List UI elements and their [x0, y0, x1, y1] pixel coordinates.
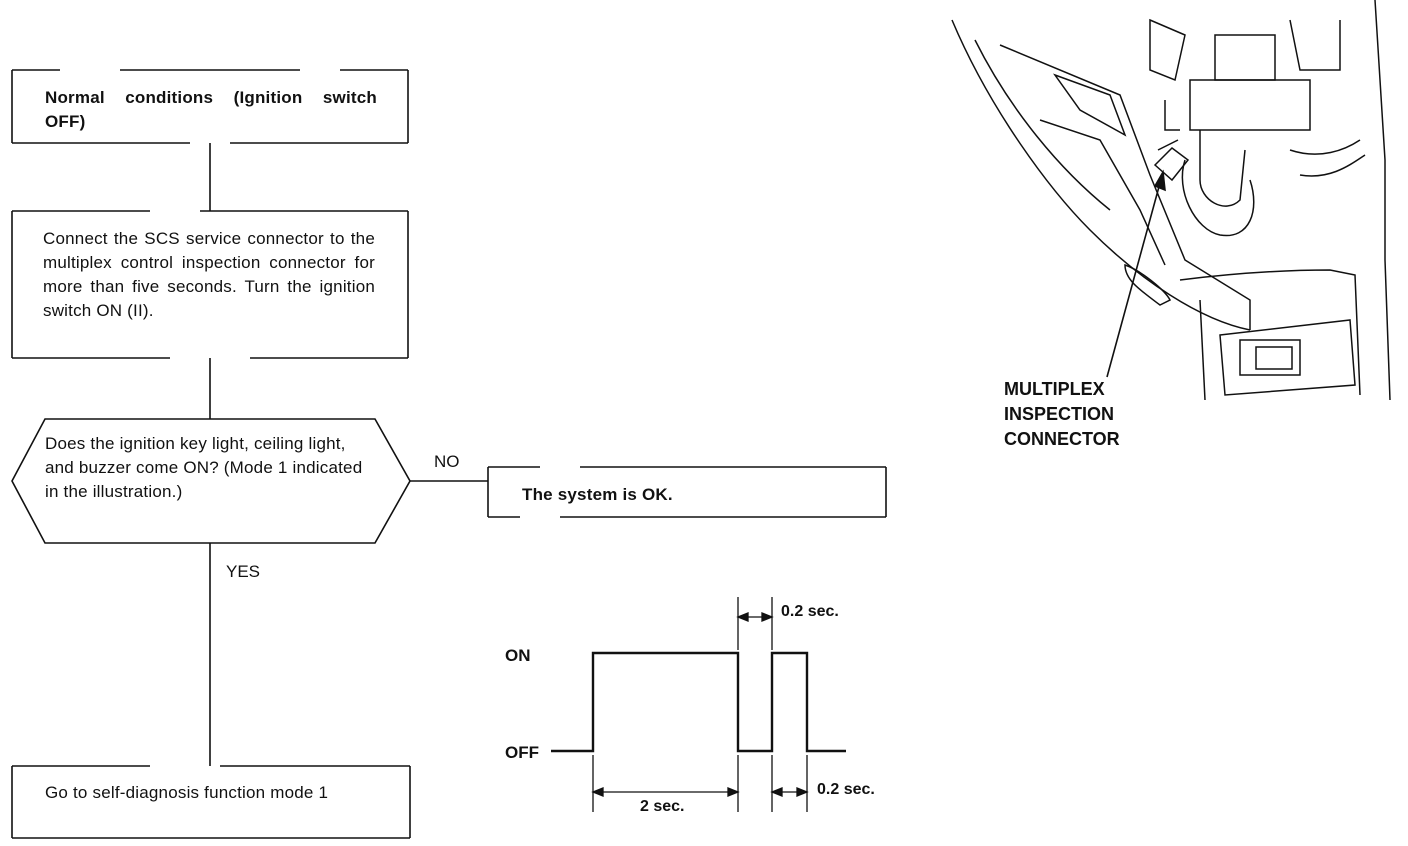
step1-box: Connect the SCS service connector to the…: [43, 227, 375, 323]
callout-line-2: INSPECTION: [1004, 404, 1115, 424]
start-box: Normal conditions (Ignition switch OFF): [45, 86, 377, 134]
yes-result-box: Go to self-diagnosis function mode 1: [45, 781, 395, 805]
timing-waveform: [551, 651, 846, 753]
no-result-text: The system is OK.: [522, 485, 673, 504]
callout-line-3: CONNECTOR: [1004, 429, 1120, 449]
step1-text: Connect the SCS service connector to the…: [43, 229, 375, 320]
pulse-short-label: 0.2 sec.: [817, 781, 875, 798]
callout-line-1: MULTIPLEX: [1004, 379, 1105, 399]
yes-label: YES: [226, 562, 261, 581]
pulse-long-label: 2 sec.: [640, 798, 685, 815]
timing-off-label: OFF: [505, 743, 539, 762]
yes-result-text: Go to self-diagnosis function mode 1: [45, 783, 329, 802]
timing-on-label: ON: [505, 646, 531, 665]
decision-box: Does the ignition key light, ceiling lig…: [45, 432, 377, 504]
decision-text: Does the ignition key light, ceiling lig…: [45, 434, 363, 501]
connector-callout: MULTIPLEX INSPECTION CONNECTOR: [1004, 377, 1120, 452]
start-box-text: Normal conditions (Ignition switch OFF): [45, 88, 377, 131]
connector-illustration: [951, 0, 1391, 401]
no-label: NO: [434, 452, 460, 471]
no-result-box: The system is OK.: [522, 483, 862, 507]
decision-hexagon: [11, 418, 411, 544]
gap-label: 0.2 sec.: [781, 603, 839, 620]
